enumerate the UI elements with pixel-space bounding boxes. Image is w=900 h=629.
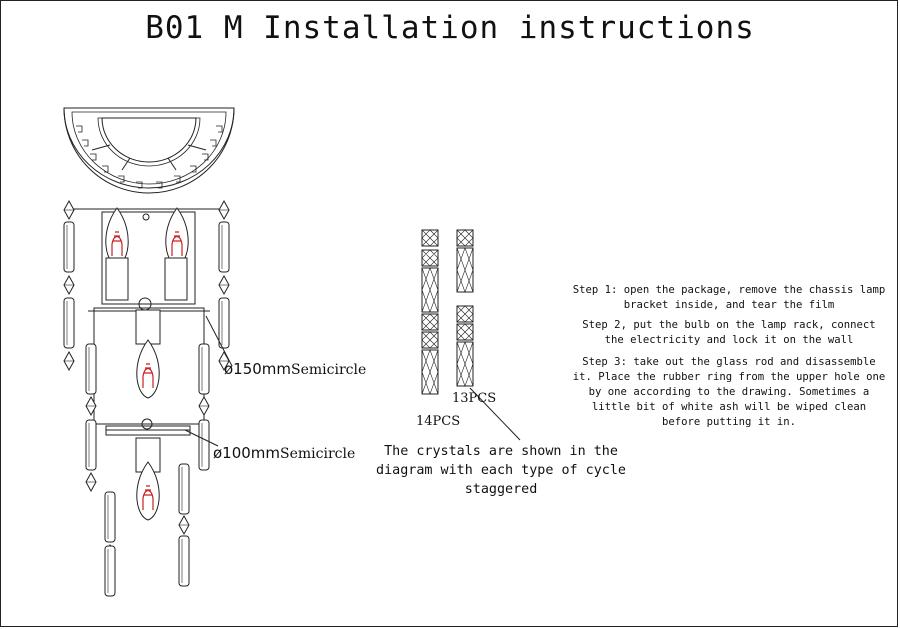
leader-100: [184, 429, 219, 447]
bulb-top-right: [164, 207, 189, 301]
crystal-rod-13pcs: [456, 229, 474, 387]
bulb-middle: [135, 309, 161, 399]
dimension-label-150: ø150mmSemicircle: [224, 360, 367, 378]
leader-crystals: [469, 387, 521, 441]
step-3: Step 3: take out the glass rod and disas…: [572, 356, 886, 428]
crystal-strand-right-inner: [178, 343, 210, 587]
crystal-note: The crystals are shown in the diagram wi…: [376, 444, 626, 497]
chassis-top-view: [63, 107, 235, 194]
page-title: B01 M Installation instructions: [145, 10, 755, 46]
bulb-bottom: [135, 437, 161, 521]
crystal-strand-left-inner: [85, 343, 116, 597]
crystal-rod-14pcs: [421, 229, 439, 395]
bulb-top-left: [105, 207, 129, 301]
dimension-label-100: ø100mmSemicircle: [213, 444, 356, 462]
step-2: Step 2, put the bulb on the lamp rack, c…: [582, 319, 876, 346]
leader-150: [205, 315, 233, 367]
crystal-strand-left-outer: [63, 200, 75, 371]
step-1: Step 1: open the package, remove the cha…: [572, 284, 886, 311]
crystal-count-left: 14PCS: [416, 414, 461, 429]
crystal-count-right: 13PCS: [452, 391, 497, 406]
